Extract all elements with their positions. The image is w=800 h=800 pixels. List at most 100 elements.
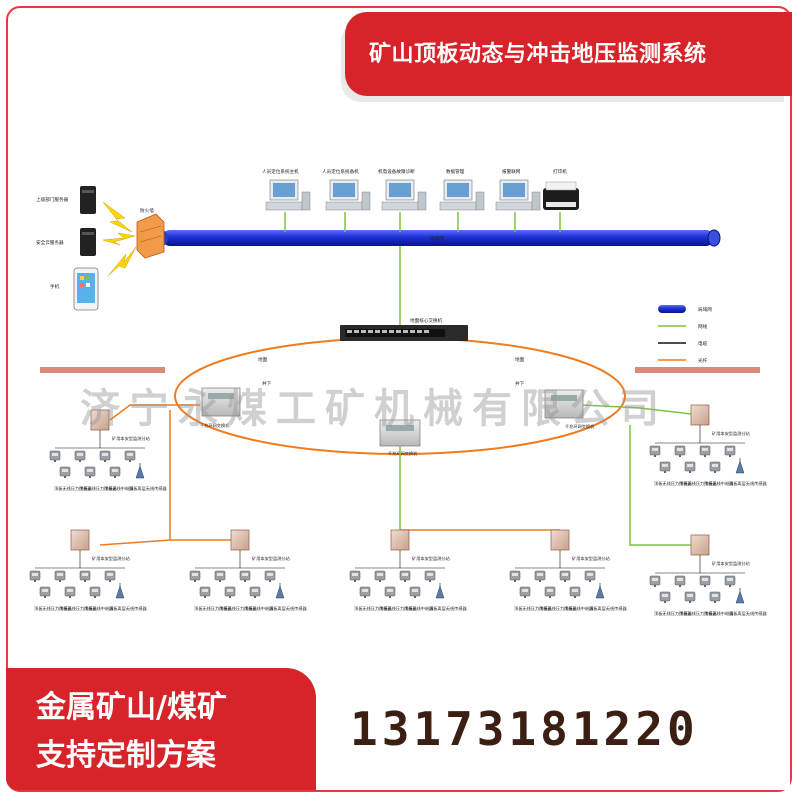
server-label: 安全云服务器 <box>36 239 64 246</box>
sensor-label: 顶板无线中继器 <box>244 605 274 612</box>
svg-text:局域网: 局域网 <box>698 306 712 313</box>
page-title: 矿山顶板动态与冲击地压监测系统 <box>369 42 707 67</box>
antenna-icon <box>595 582 605 599</box>
sensor-label: 顶板无线压力传感器 <box>79 485 118 492</box>
sensor-icon <box>64 586 76 599</box>
surface-line-right <box>635 367 760 373</box>
sensor-label: 顶板无线中继器 <box>84 605 114 612</box>
substation-label: 矿用本安型监测分站 <box>252 555 290 562</box>
server-security-cloud[interactable]: 安全云服务器 <box>36 228 96 256</box>
printer[interactable]: 打印机 <box>543 168 579 210</box>
monitoring-substation[interactable]: 矿用本安型监测分站 <box>70 529 130 562</box>
sensor-icon <box>84 466 96 479</box>
svg-text:千兆环网交换机: 千兆环网交换机 <box>200 422 230 429</box>
sensor-icon <box>109 466 121 479</box>
antenna-icon <box>735 587 745 604</box>
ring-switch-right[interactable]: 千兆环网交换机 <box>544 389 595 430</box>
substation-cluster: 矿用本安型监测分站顶板无线压力传感器顶板无线压力传感器顶板无线中继器顶板离层无线… <box>349 529 468 612</box>
core-switch-label: 地面核心交换机 <box>410 317 443 324</box>
promo-line-2: 支持定制方案 <box>36 738 216 773</box>
legend: 局域网 网线 电缆 光纤 <box>658 305 712 364</box>
sensor-icon <box>674 575 686 588</box>
underground-label-right: 井下 <box>515 380 525 387</box>
legend-item-cable-net: 网线 <box>658 323 708 330</box>
workstation-2[interactable]: 人员定位系统备机 <box>322 168 371 211</box>
antenna-icon <box>735 457 745 474</box>
sensor-label: 顶板无线压力传感器 <box>34 605 73 612</box>
core-switch[interactable]: 地面核心交换机 <box>340 317 468 341</box>
sensor-label: 顶板无线压力传感器 <box>59 605 98 612</box>
ring-switch-center[interactable]: 千兆环网交换机 <box>379 419 421 457</box>
sensor-icon <box>224 586 236 599</box>
sensor-label: 顶板无线中继器 <box>404 605 434 612</box>
server-upper-dept[interactable]: 上级部门服务器 <box>36 186 96 214</box>
sensor-label: 顶板无线压力传感器 <box>654 480 693 487</box>
sensor-label: 顶板离层无线传感器 <box>589 605 628 612</box>
contact-box: 13173181220 <box>318 680 790 790</box>
antenna-icon <box>435 582 445 599</box>
sensor-label: 顶板离层无线传感器 <box>429 605 468 612</box>
surface-label-right: 地面 <box>515 356 525 363</box>
workstation-3[interactable]: 机电设备故障诊断 <box>378 168 427 211</box>
sensor-icon <box>724 445 736 458</box>
workstation-label: 数据管理 <box>446 168 465 175</box>
uplinks <box>99 404 701 546</box>
antenna-icon <box>135 462 145 479</box>
surface-line-left <box>40 367 165 373</box>
sensor-icon <box>199 586 211 599</box>
sensor-icon <box>264 570 276 583</box>
sensor-label: 顶板无线压力传感器 <box>539 605 578 612</box>
sensor-icon <box>649 445 661 458</box>
lan-pipe <box>156 229 721 247</box>
workstation-links <box>284 212 561 325</box>
svg-text:光纤: 光纤 <box>698 357 708 364</box>
sensor-label: 顶板无线中继器 <box>564 605 594 612</box>
firewall[interactable]: 防火墙 <box>136 207 165 259</box>
sensor-icon <box>519 586 531 599</box>
sensor-icon <box>659 461 671 474</box>
sensor-icon <box>374 570 386 583</box>
sensor-icon <box>699 575 711 588</box>
printer-label: 打印机 <box>553 168 567 175</box>
workstation-label: 机电设备故障诊断 <box>378 168 415 175</box>
sensor-label: 顶板无线压力传感器 <box>54 485 93 492</box>
workstation-1[interactable]: 人员定位系统主机 <box>262 168 311 211</box>
phone-label: 手机 <box>50 283 60 290</box>
sensor-label: 顶板无线压力传感器 <box>379 605 418 612</box>
substation-cluster: 矿用本安型监测分站顶板无线压力传感器顶板无线压力传感器顶板无线中继器顶板离层无线… <box>49 409 168 492</box>
substation-label: 矿用本安型监测分站 <box>712 560 750 567</box>
substation-cluster: 矿用本安型监测分站顶板无线压力传感器顶板无线压力传感器顶板无线中继器顶板离层无线… <box>649 404 768 487</box>
workstation-4[interactable]: 数据管理 <box>439 168 485 211</box>
substation-cluster: 矿用本安型监测分站顶板无线压力传感器顶板无线压力传感器顶板无线中继器顶板离层无线… <box>189 529 308 612</box>
title-banner: 矿山顶板动态与冲击地压监测系统 <box>345 12 792 96</box>
sensor-label: 顶板无线中继器 <box>704 610 734 617</box>
sensor-icon <box>699 445 711 458</box>
sensor-label: 顶板无线压力传感器 <box>679 610 718 617</box>
promo-banner: 金属矿山/煤矿 支持定制方案 <box>6 668 316 790</box>
sensor-icon <box>359 586 371 599</box>
substation-label: 矿用本安型监测分站 <box>112 435 150 442</box>
sensor-label: 顶板离层无线传感器 <box>109 605 148 612</box>
ring-switch-left[interactable]: 千兆环网交换机 <box>200 387 241 429</box>
sensor-icon <box>424 570 436 583</box>
antenna-icon <box>275 582 285 599</box>
workstation-label: 人员定位系统主机 <box>262 168 299 175</box>
contact-phone[interactable]: 13173181220 <box>350 702 699 756</box>
legend-item-lan: 局域网 <box>658 305 712 313</box>
substation-cluster: 矿用本安型监测分站顶板无线压力传感器顶板无线压力传感器顶板无线中继器顶板离层无线… <box>649 534 768 617</box>
sensor-icon <box>249 586 261 599</box>
substation-label: 矿用本安型监测分站 <box>92 555 130 562</box>
mobile-phone[interactable]: 手机 <box>50 267 99 311</box>
sensor-icon <box>684 461 696 474</box>
sensor-icon <box>349 570 361 583</box>
firewall-label: 防火墙 <box>140 207 154 214</box>
sensor-icon <box>509 570 521 583</box>
sensor-icon <box>684 591 696 604</box>
substation-label: 矿用本安型监测分站 <box>712 430 750 437</box>
substation-clusters: 矿用本安型监测分站顶板无线压力传感器顶板无线压力传感器顶板无线中继器顶板离层无线… <box>29 404 768 617</box>
sensor-icon <box>409 586 421 599</box>
workstation-5[interactable]: 报警联网 <box>495 168 541 211</box>
sensor-label: 顶板离层无线传感器 <box>129 485 168 492</box>
promo-line-1: 金属矿山/煤矿 <box>36 690 227 725</box>
